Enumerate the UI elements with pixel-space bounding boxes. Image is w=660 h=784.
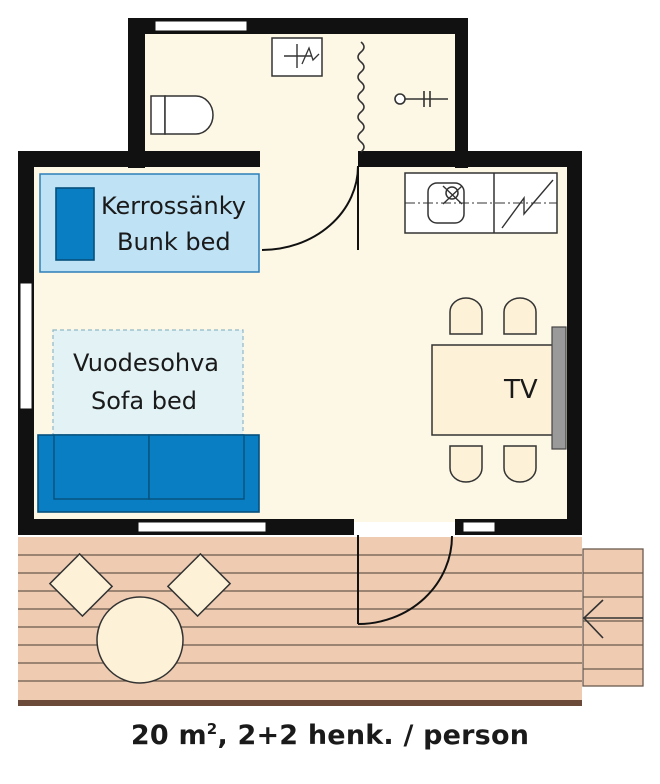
shower-head-icon — [394, 91, 448, 107]
tv-unit: TV — [503, 326, 567, 450]
toilet-icon — [150, 95, 214, 135]
windows — [19, 20, 496, 533]
area-value: 20 m — [130, 720, 207, 751]
entry-door[interactable] — [357, 535, 453, 625]
sofa-bed-label-fi: Vuodesohva — [73, 349, 219, 377]
occupancy-text: , 2+2 henk. / person — [217, 720, 530, 751]
washbasin-icon — [271, 37, 323, 77]
floor-plan: Kerrossänky Bunk bed Vuodesohva Sofa bed… — [18, 18, 644, 706]
terrace-furniture — [48, 552, 232, 684]
bunk-bed: Kerrossänky Bunk bed — [39, 173, 260, 273]
tv-label: TV — [503, 375, 538, 405]
bathroom-door[interactable] — [261, 165, 359, 251]
dining-chairs — [449, 297, 537, 483]
kitchenette — [404, 172, 558, 234]
bunk-bed-label-en: Bunk bed — [117, 228, 231, 256]
dining-table — [431, 344, 556, 436]
sofa-bed: Vuodesohva Sofa bed — [37, 329, 260, 513]
sofa-bed-label-en: Sofa bed — [91, 387, 197, 415]
area-caption: 20 m2, 2+2 henk. / person — [0, 720, 660, 751]
entrance-steps — [582, 548, 644, 687]
area-superscript: 2 — [206, 720, 218, 738]
bunk-bed-label-fi: Kerrossänky — [101, 192, 246, 220]
shower-curtain — [357, 41, 365, 153]
